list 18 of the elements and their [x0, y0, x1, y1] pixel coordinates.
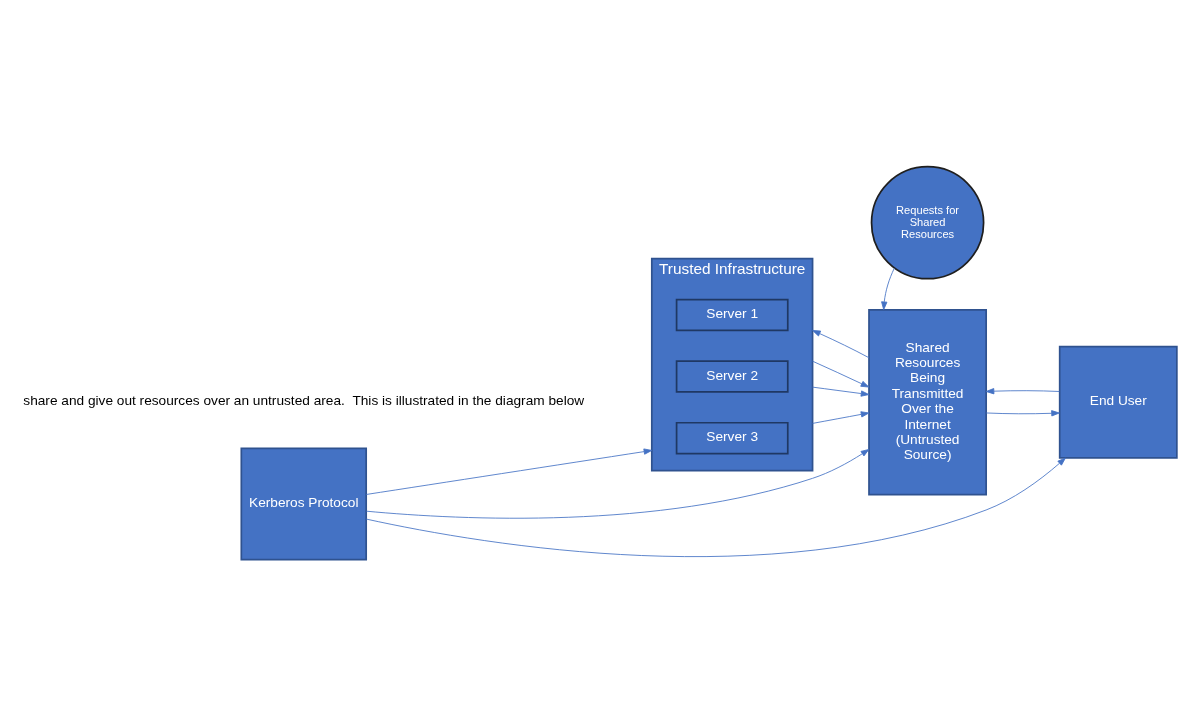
label: share and give out resources over an untrusted area. This is illustrated in the diagram below [23, 393, 585, 409]
node-box: Kerberos Protocol [240, 447, 368, 561]
arrow [365, 448, 653, 495]
arrow [365, 457, 1066, 558]
arrow [812, 386, 870, 397]
arrow [812, 360, 870, 388]
arrow [881, 267, 895, 311]
node-circle: Requests for Shared Resources [870, 165, 985, 280]
arrow [812, 411, 870, 424]
node-box: Server 2 [675, 360, 789, 393]
arrow [812, 329, 870, 359]
arrow [985, 388, 1060, 395]
node-box: Server 3 [675, 421, 789, 455]
arrow [985, 410, 1060, 417]
node-box: Shared Resources Being Transmitted Over the Internet (Untrusted Source) [868, 309, 987, 496]
arrow [365, 449, 870, 519]
node-box: End User [1058, 345, 1178, 459]
node-box: Server 1 [675, 298, 789, 332]
